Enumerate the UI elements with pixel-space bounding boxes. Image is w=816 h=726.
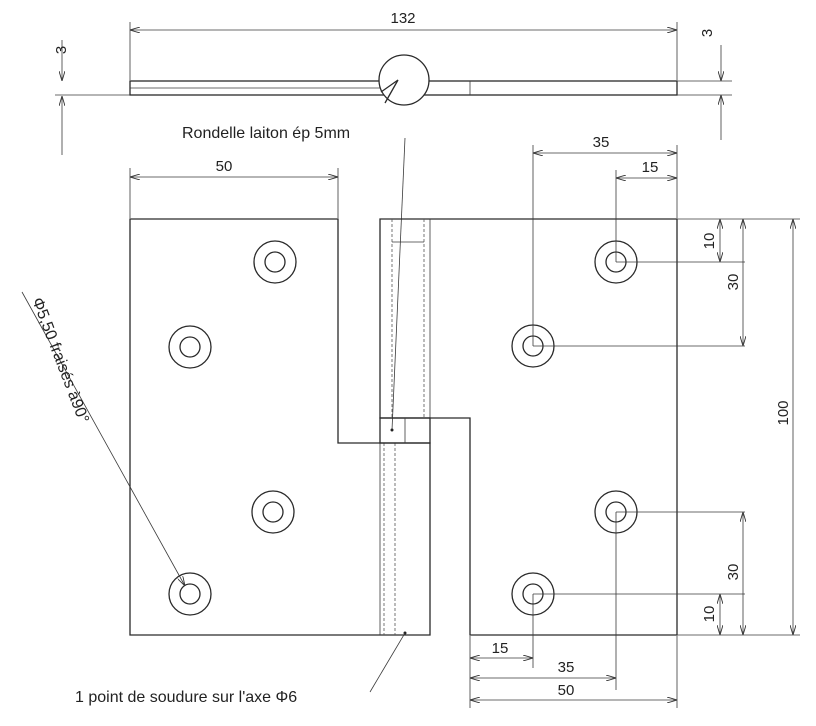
holes-note: Φ5,50 fraisés à90° [28, 295, 92, 425]
dim-3-left-label: 3 [53, 46, 70, 54]
washer-leader [391, 137, 406, 431]
dim-10-bottom-label: 10 [701, 606, 718, 623]
left-hole-4-inner [179, 583, 201, 605]
dim-15-bottom-label: 15 [492, 640, 509, 657]
left-leaf: 50 [129, 158, 431, 636]
washer-note: Rondelle laiton ép 5mm [182, 125, 350, 142]
right-leaf: 35 15 10 30 100 30 10 15 35 50 [379, 134, 800, 708]
dim-3-right-label: 3 [699, 29, 716, 37]
dim-10-top-label: 10 [701, 233, 718, 250]
right-leaf-outline [379, 218, 678, 636]
dim-30-bottom-label: 30 [725, 564, 742, 581]
washer-leader-dot [390, 428, 394, 432]
top-view-knuckle [378, 54, 430, 106]
weld-leader [369, 632, 406, 693]
top-view-knuckle-notch [380, 79, 399, 104]
dim-100-label: 100 [775, 400, 792, 425]
dim-50-bottom-label: 50 [558, 682, 575, 699]
dim-35-bottom-label: 35 [558, 659, 575, 676]
holes-leader [21, 291, 185, 586]
left-hole-3-inner [262, 501, 284, 523]
weld-note: 1 point de soudure sur l'axe Φ6 [75, 689, 297, 706]
left-hole-2-inner [179, 336, 201, 358]
dim-50-left-label: 50 [216, 158, 233, 175]
dim-132-label: 132 [390, 10, 415, 27]
dim-35-top-label: 35 [593, 134, 610, 151]
top-view: 132 3 3 [53, 10, 732, 155]
left-hole-1-inner [264, 251, 286, 273]
dim-15-top-label: 15 [642, 159, 659, 176]
dim-30-top-label: 30 [725, 274, 742, 291]
